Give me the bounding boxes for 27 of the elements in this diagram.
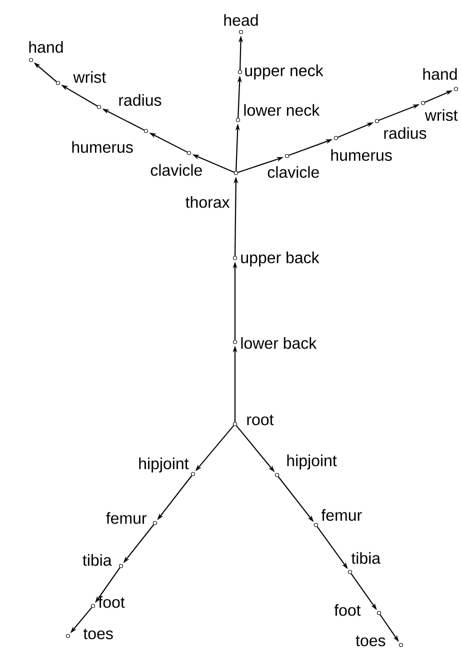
joint-label: clavicle	[268, 166, 319, 178]
joint-label: head	[224, 14, 258, 26]
joint-label: hipjoint	[139, 458, 189, 472]
joint-label: tibia	[82, 554, 112, 566]
joint-label: hand	[423, 68, 457, 80]
joint-label: clavicle	[150, 164, 202, 176]
joint-label: tibia	[351, 552, 381, 564]
joint-label: foot	[334, 604, 361, 616]
joint-label: radius	[119, 94, 162, 106]
joint-label: root	[247, 414, 274, 426]
joint-label: lower neck	[244, 104, 320, 116]
joint-label: wrist	[424, 109, 458, 121]
joint-label: femur	[321, 509, 362, 521]
joint-label: humerus	[72, 141, 133, 153]
joint-label: hipjoint	[287, 454, 337, 470]
joint-label: humerus	[331, 149, 392, 161]
joint-label: toes	[356, 636, 386, 646]
joint-label: lower back	[241, 337, 317, 349]
joint-label: foot	[98, 596, 125, 608]
joint-label: wrist	[73, 71, 106, 83]
joint-label: radius	[384, 127, 426, 139]
joint-label: hand	[29, 41, 63, 53]
joint-label: upper neck	[245, 64, 324, 80]
joint-label: thorax	[186, 196, 230, 208]
joint-label: upper back	[241, 252, 320, 266]
joint-label: toes	[83, 628, 113, 640]
joint-label: femur	[106, 512, 147, 524]
